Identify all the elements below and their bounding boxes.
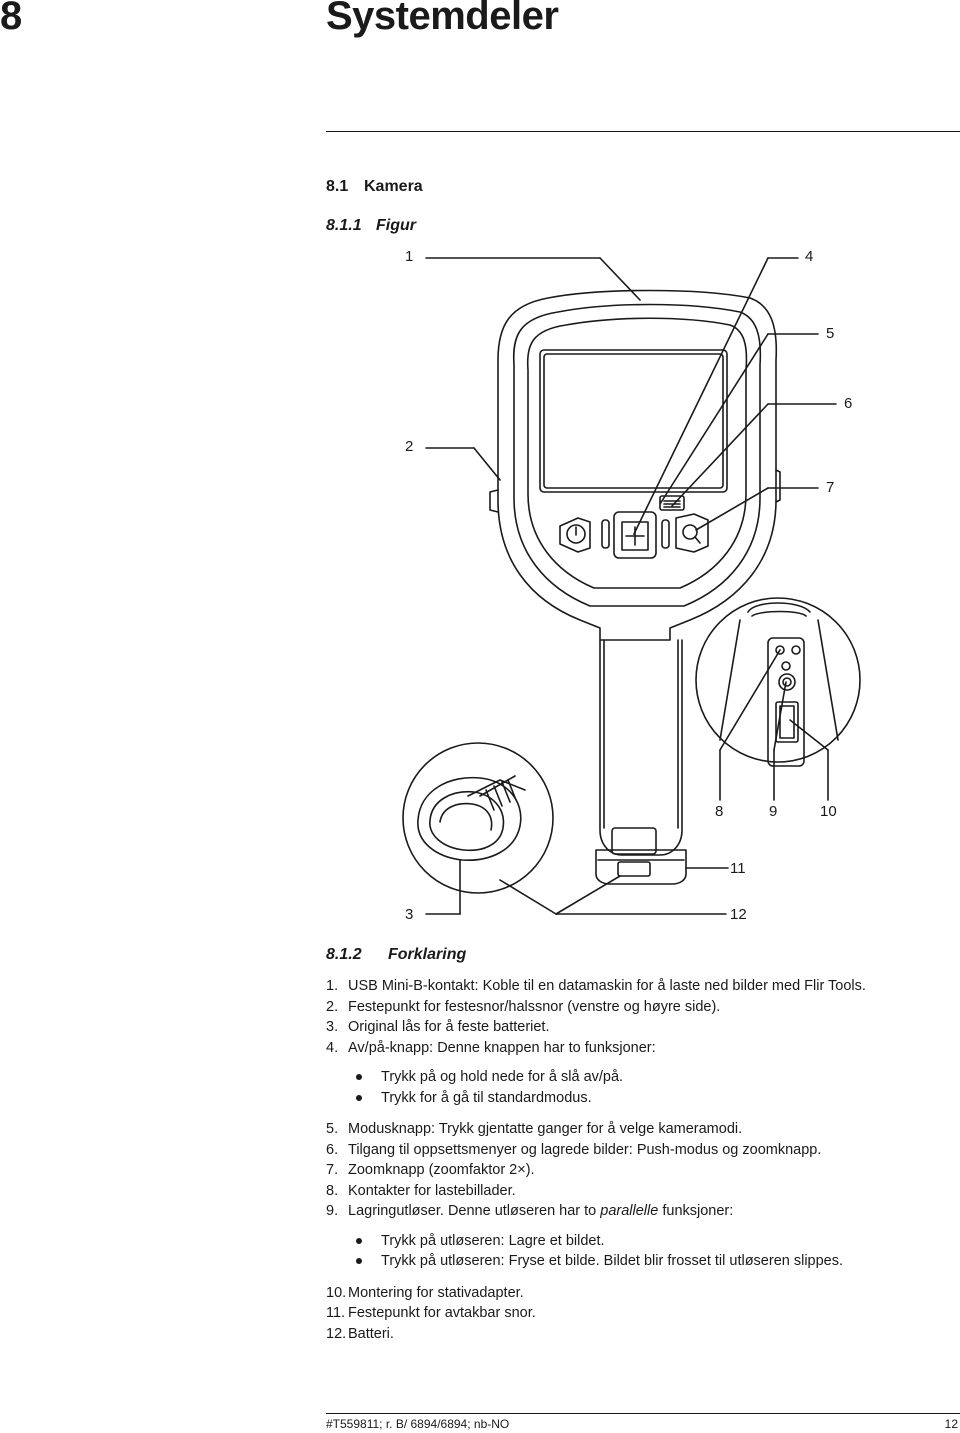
footer-divider — [326, 1413, 960, 1414]
figure-subsection-heading: 8.1.1 Figur — [326, 217, 416, 235]
legend-item: 9. Lagringutløser. Denne utløseren har to… — [326, 1201, 946, 1222]
callout-2: 2 — [405, 438, 414, 455]
figure-subsection-title: Figur — [376, 217, 416, 234]
callout-3: 3 — [405, 906, 414, 923]
legend-item-number: 4. — [326, 1039, 339, 1056]
legend-item: 1. USB Mini-B-kontakt: Koble til en datam… — [326, 976, 946, 997]
document-reference: #T559811; r. B/ 6894/6894; nb-NO — [326, 1417, 510, 1431]
legend-item: 6. Tilgang til oppsettsmenyer og lagrede … — [326, 1140, 946, 1161]
legend-bullet: Trykk på utløseren: Fryse et bilde. Bild… — [352, 1251, 946, 1272]
callout-7: 7 — [826, 479, 835, 496]
legend-item-number: 7. — [326, 1162, 339, 1178]
legend-item-text: Festepunkt for avtakbar snor. — [348, 1305, 536, 1321]
callout-10: 10 — [820, 803, 837, 820]
legend-item-number: 9. — [326, 1203, 339, 1219]
callout-4: 4 — [805, 248, 814, 265]
legend-item-number: 11. — [326, 1305, 346, 1321]
callout-6: 6 — [844, 395, 853, 412]
chapter-number: 8 — [0, 0, 22, 38]
camera-drawing — [402, 257, 861, 915]
legend-item-text: Batteri. — [348, 1325, 394, 1342]
legend-bullet: Trykk for å gå til standardmodus. — [352, 1088, 946, 1109]
camera-figure: 1 2 3 4 5 6 7 8 9 10 11 12 — [380, 240, 960, 940]
section-heading: 8.1 Kamera — [326, 178, 423, 196]
legend-item: 4. Av/på-knapp: Denne knappen har to funk… — [326, 1038, 946, 1059]
legend-item-text: Tilgang til oppsettsmenyer og lagrede bi… — [348, 1141, 822, 1158]
legend-item-number: 2. — [326, 998, 339, 1015]
legend-item-text: Av/på-knapp: Denne knappen har to funksj… — [348, 1039, 656, 1056]
legend-bullet-group: Trykk på og hold nede for å slå av/på. T… — [326, 1067, 946, 1108]
legend-item-number: 8. — [326, 1182, 339, 1199]
legend-item: 11.Festepunkt for avtakbar snor. — [326, 1303, 946, 1324]
callout-12: 12 — [730, 906, 747, 923]
legend-item-text: USB Mini-B-kontakt: Koble til en datamas… — [348, 978, 866, 994]
legend-list: 1. USB Mini-B-kontakt: Koble til en datam… — [326, 976, 946, 1344]
legend-subsection-heading: 8.1.2 Forklaring — [326, 946, 466, 964]
callout-9: 9 — [769, 803, 778, 820]
callout-11: 11 — [730, 860, 746, 877]
legend-item-text: Zoomknapp (zoomfaktor 2×). — [348, 1162, 535, 1178]
legend-bullet-group: Trykk på utløseren: Lagre et bildet. Try… — [326, 1231, 946, 1272]
legend-item-number: 6. — [326, 1141, 339, 1158]
legend-item: 5. Modusknapp: Trykk gjentatte ganger for… — [326, 1119, 946, 1140]
callout-8: 8 — [715, 803, 724, 820]
legend-item-text-pre: Lagringutløser. Denne utløseren har to — [348, 1203, 601, 1219]
callout-1: 1 — [405, 248, 414, 265]
legend-item-text-emphasis: parallelle — [600, 1203, 659, 1219]
legend-bullet: Trykk på og hold nede for å slå av/på. — [352, 1067, 946, 1088]
legend-item-text: Original lås for å feste batteriet. — [348, 1019, 550, 1035]
legend-item: 3. Original lås for å feste batteriet. — [326, 1017, 946, 1038]
legend-item-number: 3. — [326, 1019, 339, 1035]
section-number: 8.1 — [326, 178, 349, 195]
legend-bullet: Trykk på utløseren: Lagre et bildet. — [352, 1231, 946, 1252]
legend-item-number: 1. — [326, 978, 339, 994]
figure-subsection-number: 8.1.1 — [326, 217, 362, 234]
legend-item: 10.Montering for stativadapter. — [326, 1283, 946, 1304]
legend-subsection-number: 8.1.2 — [326, 946, 362, 963]
legend-item-text: Kontakter for lastebillader. — [348, 1182, 516, 1199]
legend-item-number: 12. — [326, 1325, 347, 1342]
section-title: Kamera — [364, 178, 423, 195]
legend-item: 8. Kontakter for lastebillader. — [326, 1181, 946, 1202]
legend-subsection-title: Forklaring — [388, 946, 467, 963]
legend-item: 12.Batteri. — [326, 1324, 946, 1345]
legend-item-text: Montering for stativadapter. — [348, 1284, 524, 1301]
page-number: 12 — [944, 1417, 958, 1431]
legend-item: 7. Zoomknapp (zoomfaktor 2×). — [326, 1160, 946, 1181]
legend-item-number: 10. — [326, 1284, 347, 1301]
legend-item-text: Modusknapp: Trykk gjentatte ganger for å… — [348, 1121, 743, 1137]
legend-item-text-post: funksjoner: — [658, 1203, 734, 1219]
callout-5: 5 — [826, 325, 835, 342]
legend-item: 2. Festepunkt for festesnor/halssnor (ven… — [326, 997, 946, 1018]
chapter-title: Systemdeler — [326, 0, 559, 38]
chapter-divider — [326, 131, 960, 132]
legend-item-text: Festepunkt for festesnor/halssnor (venst… — [348, 998, 721, 1015]
legend-item-number: 5. — [326, 1121, 339, 1137]
